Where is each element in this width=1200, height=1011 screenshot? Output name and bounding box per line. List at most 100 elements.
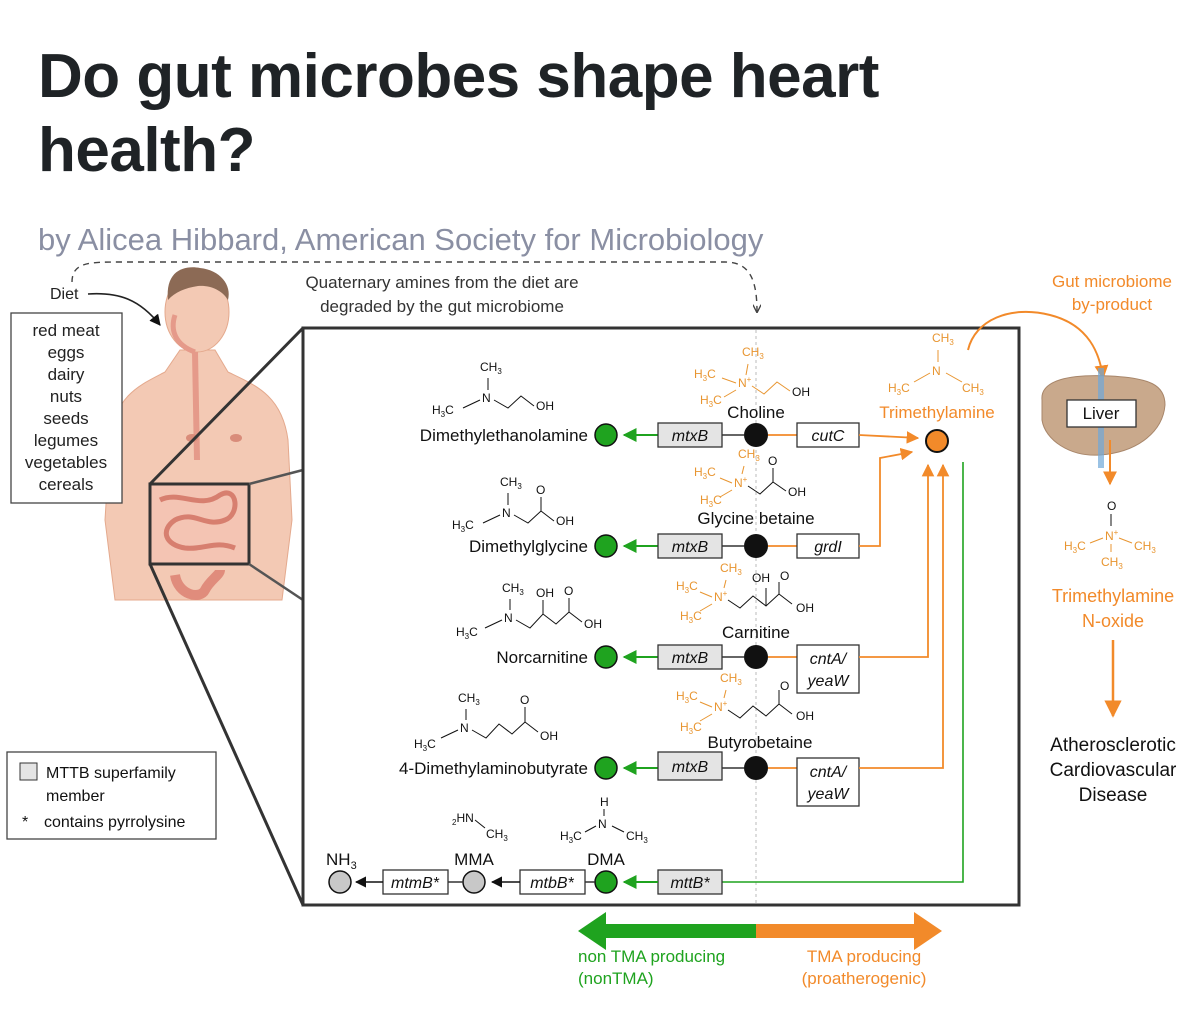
non-tma-label-line1: non TMA producing xyxy=(578,947,725,966)
legend-star: * xyxy=(22,814,28,831)
mtbb-label: mtbB* xyxy=(530,875,574,892)
svg-text:H3C: H3C xyxy=(694,465,716,481)
cutc-label: cutC xyxy=(812,428,845,445)
cnta-yeaw-gene-box xyxy=(796,644,860,694)
substrate-node xyxy=(744,423,768,447)
mtxb-label: mtxB xyxy=(672,539,709,556)
pathway-row-carnitine: Norcarnitine mtxB Carnitine cntA/ yeaW xyxy=(496,463,935,694)
product-name: 4-Dimethylaminobutyrate xyxy=(399,759,588,778)
svg-text:H3C: H3C xyxy=(700,493,722,509)
svg-text:H3C: H3C xyxy=(676,579,698,595)
food-item: eggs xyxy=(48,343,85,362)
svg-text:CH3: CH3 xyxy=(1101,555,1123,571)
food-item: dairy xyxy=(48,365,85,384)
food-item: vegetables xyxy=(25,453,107,472)
nh3-label: NH3 xyxy=(326,850,357,872)
top-note-line1: Quaternary amines from the diet are xyxy=(305,273,578,292)
svg-text:CH3: CH3 xyxy=(720,561,742,577)
substrate-node xyxy=(744,534,768,558)
tma-to-liver-arrow xyxy=(967,310,1109,380)
svg-text:N+: N+ xyxy=(714,589,728,604)
mma-label: MMA xyxy=(454,850,494,869)
svg-text:OH: OH xyxy=(796,709,814,723)
diet-label: Diet xyxy=(50,286,79,303)
structure-dimethylethanolamine: CH3 N H3C OH xyxy=(432,360,554,419)
svg-text:CH3: CH3 xyxy=(720,671,742,687)
svg-text:N: N xyxy=(598,817,607,831)
cnta-yeaw-gene-box xyxy=(796,757,860,807)
structure-tmao: O N+ H3C CH3 CH3 xyxy=(1064,499,1156,571)
svg-text:H3C: H3C xyxy=(676,689,698,705)
substrate-name: Butyrobetaine xyxy=(708,733,813,752)
svg-text:H3C: H3C xyxy=(680,720,702,736)
svg-text:CH3: CH3 xyxy=(458,691,480,707)
svg-text:O: O xyxy=(768,454,777,468)
cnta-label: cntA/ xyxy=(810,764,848,781)
product-name: Dimethylglycine xyxy=(469,537,588,556)
svg-text:H3C: H3C xyxy=(694,367,716,383)
structure-trimethylamine: CH3 N H3C CH3 xyxy=(888,331,984,397)
svg-text:N+: N+ xyxy=(734,475,748,490)
diet-foods-box xyxy=(10,312,123,504)
mtxb-gene-box xyxy=(657,422,723,448)
svg-text:N: N xyxy=(932,364,941,378)
svg-text:O: O xyxy=(1107,499,1116,513)
tma-node xyxy=(925,429,949,453)
svg-text:CH3: CH3 xyxy=(932,331,954,347)
mtxb-gene-box xyxy=(657,644,723,670)
dma-label: DMA xyxy=(587,850,625,869)
structure-dimethylglycine: CH3 N H3C O OH xyxy=(452,475,574,534)
svg-text:N: N xyxy=(502,506,511,520)
tmao-line2: N-oxide xyxy=(1082,611,1144,631)
pathway-row-choline: Dimethylethanolamine mtxB Choline cutC xyxy=(420,403,920,448)
structure-norcarnitine: CH3 N H3C OH O OH xyxy=(456,581,602,641)
chem-ch3: CH3 xyxy=(480,360,502,376)
svg-text:H3C: H3C xyxy=(560,829,582,845)
svg-text:N: N xyxy=(504,611,513,625)
dashed-diet-to-microbiome-arrow xyxy=(71,261,757,312)
svg-text:OH: OH xyxy=(556,514,574,528)
svg-text:CH3: CH3 xyxy=(626,829,648,845)
tma-label-line1: TMA producing xyxy=(807,947,921,966)
pathway-row-butyrobetaine: 4-Dimethylaminobutyrate mtxB Butyrobetai… xyxy=(399,463,950,807)
svg-text:CH3: CH3 xyxy=(500,475,522,491)
svg-text:H3C: H3C xyxy=(680,609,702,625)
food-item: nuts xyxy=(50,387,82,406)
svg-text:CH3: CH3 xyxy=(502,581,524,597)
svg-text:O: O xyxy=(520,693,529,707)
structure-dma: H N H3C CH3 xyxy=(560,795,648,845)
food-item: legumes xyxy=(34,431,98,450)
svg-text:H3C: H3C xyxy=(456,625,478,641)
food-item: cereals xyxy=(39,475,94,494)
cutc-gene-box xyxy=(796,422,860,448)
disease-line2: Cardiovascular xyxy=(1050,760,1177,781)
diet-foods-list: red meat eggs dairy nuts seeds legumes v… xyxy=(25,321,107,494)
mma-node xyxy=(462,870,486,894)
svg-text:CH3: CH3 xyxy=(962,381,984,397)
svg-text:H3C: H3C xyxy=(700,393,722,409)
grdi-label: grdI xyxy=(814,539,842,556)
dma-node xyxy=(594,870,618,894)
svg-text:CH3: CH3 xyxy=(742,345,764,361)
product-node xyxy=(594,756,618,780)
svg-text:O: O xyxy=(780,569,789,583)
svg-text:O: O xyxy=(564,584,573,598)
chem-oh: OH xyxy=(536,399,554,413)
legend-star-label: contains pyrrolysine xyxy=(44,814,186,831)
liver-label-box xyxy=(1066,399,1137,428)
structure-butyrobetaine: CH3 N+ H3C H3C O OH xyxy=(676,671,814,736)
non-tma-label-line2: (nonTMA) xyxy=(578,969,654,988)
substrate-node xyxy=(744,756,768,780)
substrate-name: Glycine betaine xyxy=(697,509,814,528)
product-node xyxy=(594,423,618,447)
mtxb-label: mtxB xyxy=(672,428,709,445)
structure-dimethylaminobutyrate: CH3 N H3C O OH xyxy=(414,691,558,753)
svg-text:O: O xyxy=(536,483,545,497)
svg-text:2HN: 2HN xyxy=(452,811,474,827)
svg-text:OH: OH xyxy=(792,385,810,399)
substrate-node xyxy=(744,645,768,669)
food-item: seeds xyxy=(43,409,88,428)
product-name: Norcarnitine xyxy=(496,648,588,667)
svg-text:H3C: H3C xyxy=(414,737,436,753)
svg-text:H3C: H3C xyxy=(888,381,910,397)
